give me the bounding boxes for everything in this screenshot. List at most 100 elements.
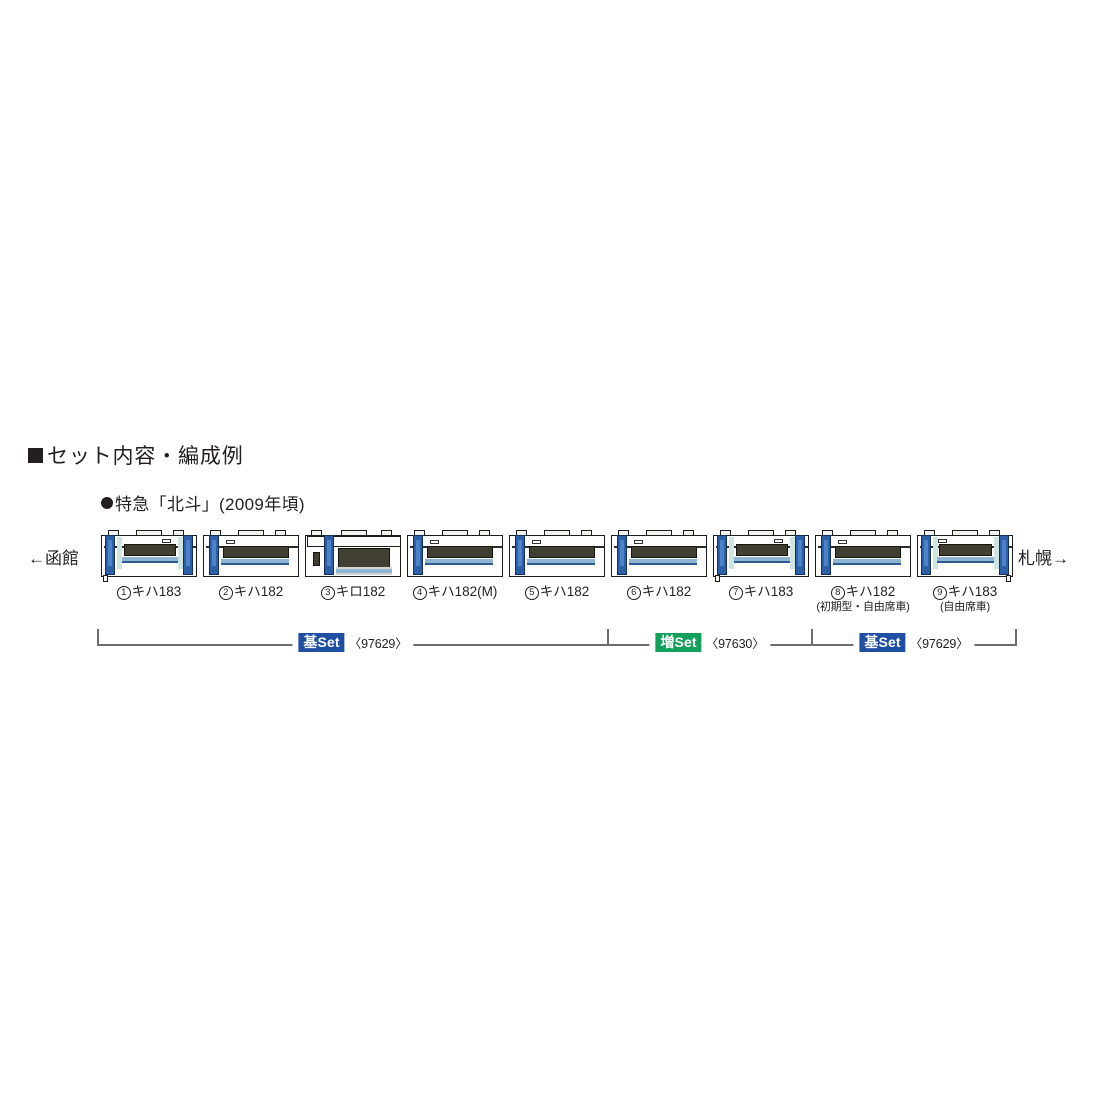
formation-title: 特急「北斗」(2009年頃) (101, 490, 305, 515)
destination-sign (774, 539, 783, 543)
car-name: キハ182 (233, 584, 284, 599)
window-band (223, 546, 289, 558)
body-stripe (336, 569, 392, 573)
panorama-window (338, 548, 390, 568)
train-car-5 (509, 527, 605, 577)
body-stripe (221, 559, 289, 563)
car-number-badge: 8 (830, 586, 845, 600)
coupler (1006, 575, 1011, 582)
window-band (427, 546, 493, 558)
car-number-badge: 2 (218, 586, 233, 600)
cab-trim (729, 537, 734, 569)
cab-trim (178, 537, 183, 569)
body-stripe (122, 557, 178, 561)
body-stripe-dark (734, 561, 790, 563)
bracket-tick-left (811, 629, 813, 645)
car-body (917, 535, 1013, 577)
square-bullet-icon (28, 447, 43, 463)
train-car-1 (101, 527, 197, 582)
train-car-8 (815, 527, 911, 577)
destination-sign (634, 540, 643, 544)
cab-door (795, 535, 805, 575)
set-bracket-2: 増Set〈97630〉 (607, 627, 813, 653)
car-body (305, 535, 401, 577)
body-stripe-dark (833, 563, 901, 565)
destination-sign (532, 540, 541, 544)
car-sub-label: (自由席車) (939, 600, 990, 613)
car-door (821, 535, 831, 575)
car-body (509, 535, 605, 577)
destination-sign (838, 540, 847, 544)
destination-sign (162, 539, 171, 543)
set-code: 〈97630〉 (705, 637, 765, 652)
body-stripe-dark (937, 561, 994, 563)
round-bullet-icon (101, 496, 113, 509)
coupler (715, 575, 720, 582)
train-car-4 (407, 527, 503, 577)
car-name: キハ182 (845, 584, 896, 599)
bracket-tick-right (1015, 629, 1017, 645)
cab-trim (933, 537, 938, 569)
set-chip: 増Set (655, 633, 702, 653)
cab-trim (994, 537, 999, 569)
car-door (324, 535, 334, 575)
car-name: キハ182 (641, 584, 692, 599)
car-name: キハ183 (743, 584, 794, 599)
raised-roof-panel (307, 536, 401, 547)
set-tag: 増Set〈97630〉 (649, 633, 771, 653)
body-stripe (425, 559, 493, 563)
window-band (835, 546, 901, 558)
station-label-right: 札幌→ (1018, 549, 1069, 568)
car-number-badge: 6 (626, 586, 641, 600)
cab-door (999, 535, 1009, 575)
car-door (617, 535, 627, 575)
body-stripe (527, 559, 595, 563)
cab-trim (117, 537, 122, 569)
cab-trim (790, 537, 795, 569)
set-chip: 基Set (298, 633, 345, 653)
car-body (203, 535, 299, 577)
body-stripe-dark (122, 561, 178, 563)
window-band (939, 544, 992, 556)
body-stripe (629, 559, 697, 563)
set-tag: 基Set〈97629〉 (292, 633, 414, 653)
body-stripe-dark (629, 563, 697, 565)
section-heading: セット内容・編成例 (28, 440, 244, 470)
destination-sign (430, 540, 439, 544)
car-number-badge: 4 (412, 586, 427, 600)
small-window (313, 552, 320, 566)
car-door (209, 535, 219, 575)
car-number-badge: 3 (320, 586, 335, 600)
car-number-badge: 1 (116, 586, 131, 600)
train-car-3 (305, 527, 401, 577)
set-bracket-1: 基Set〈97629〉 (97, 627, 609, 653)
train-car-9 (917, 527, 1013, 582)
car-body (101, 535, 197, 577)
train-car-7 (713, 527, 809, 582)
car-name: キハ183 (947, 584, 998, 599)
coupler (103, 575, 108, 582)
cab-door (105, 535, 115, 575)
car-number-badge: 7 (728, 586, 743, 600)
cab-door (183, 535, 193, 575)
car-number-badge: 5 (524, 586, 539, 600)
set-code: 〈97629〉 (909, 637, 969, 652)
car-body (407, 535, 503, 577)
window-band (736, 544, 788, 556)
body-stripe (833, 559, 901, 563)
bracket-tick-left (97, 629, 99, 645)
cab-door (717, 535, 727, 575)
set-tag: 基Set〈97629〉 (853, 633, 975, 653)
set-chip: 基Set (859, 633, 906, 653)
destination-sign (226, 540, 235, 544)
car-name: キロ182 (335, 584, 386, 599)
